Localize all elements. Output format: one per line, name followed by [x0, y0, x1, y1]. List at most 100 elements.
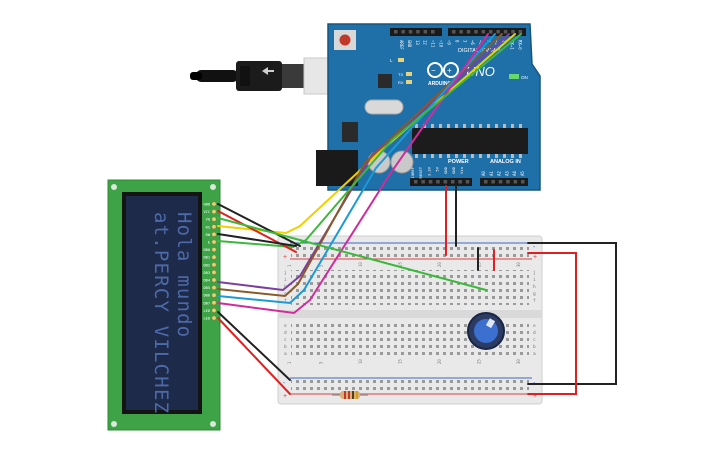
lcd-pin[interactable]: [211, 254, 217, 260]
wire-lcd-led-k[interactable]: [217, 311, 291, 381]
lcd-pin[interactable]: [211, 239, 217, 245]
header-hole[interactable]: [491, 180, 495, 184]
lcd-pin[interactable]: [211, 277, 217, 283]
digital-pin-label: 12: [423, 40, 428, 45]
power-pin-label: GND: [451, 166, 456, 174]
header-hole[interactable]: [421, 180, 425, 184]
power-pin-label: GND: [443, 166, 448, 174]
lcd-pin-label: GND: [204, 203, 211, 207]
header-hole[interactable]: [401, 30, 405, 34]
header-hole[interactable]: [423, 30, 428, 34]
chip-pin: [503, 124, 506, 128]
power-pin-label: 3.3V: [426, 166, 431, 176]
header-hole[interactable]: [484, 180, 488, 184]
lcd-16x2-module[interactable]: Hola mundo at.PERCY VILCHEZ GNDVCCV0RSRW…: [107, 179, 221, 431]
l-led: [398, 58, 404, 62]
header-hole[interactable]: [414, 180, 418, 184]
row-letter: j: [284, 270, 287, 276]
header-hole[interactable]: [498, 180, 503, 184]
rail-minus-label: -: [533, 244, 536, 251]
digital-header-left[interactable]: [390, 28, 442, 36]
header-hole[interactable]: [503, 30, 508, 34]
header-hole[interactable]: [459, 30, 463, 34]
lcd-pin[interactable]: [211, 315, 217, 321]
lcd-pin[interactable]: [211, 209, 217, 215]
header-hole[interactable]: [474, 30, 478, 34]
wire-lcd-led-a[interactable]: [217, 317, 291, 395]
wire-e-green[interactable]: [217, 33, 522, 249]
header-hole[interactable]: [481, 30, 486, 34]
wire-db6-brown[interactable]: [217, 33, 503, 298]
digital-header-right[interactable]: [448, 28, 526, 36]
header-hole[interactable]: [394, 30, 398, 34]
header-hole[interactable]: [521, 180, 525, 184]
wire-lcd-vcc[interactable]: [217, 210, 297, 253]
lcd-pin[interactable]: [211, 292, 217, 298]
analog-header[interactable]: [480, 178, 528, 186]
resistor: [332, 391, 368, 399]
lcd-pin-label: DB6: [204, 294, 211, 298]
lcd-pin-label: E: [208, 241, 210, 245]
digital-pin-label: 13: [415, 40, 420, 45]
lcd-pin[interactable]: [211, 224, 217, 230]
header-hole[interactable]: [436, 180, 440, 184]
wires[interactable]: [217, 33, 617, 395]
rx-led: [406, 80, 412, 84]
wire-db4-magenta[interactable]: [217, 33, 489, 315]
wire-lcd-v0[interactable]: [217, 217, 487, 291]
bottom-power-rail[interactable]: [291, 380, 529, 392]
lcd-pin[interactable]: [211, 216, 217, 222]
lcd-pin[interactable]: [211, 262, 217, 268]
wire-lcd-gnd[interactable]: [217, 203, 301, 247]
row-letter: a: [533, 352, 536, 357]
chip-pin: [519, 154, 522, 158]
wire-lcd-rw[interactable]: [217, 233, 297, 247]
wire-rail-vcc-bridge[interactable]: [527, 252, 577, 395]
analog-pin-label: A1: [489, 171, 494, 176]
potentiometer[interactable]: [467, 312, 505, 350]
lcd-pin[interactable]: [211, 201, 217, 207]
chip-pin: [439, 124, 442, 128]
analog-pin-label: A3: [504, 171, 509, 176]
wire-db5-blue[interactable]: [217, 33, 496, 305]
header-hole[interactable]: [408, 30, 413, 34]
lcd-pin[interactable]: [211, 285, 217, 291]
header-hole[interactable]: [416, 30, 420, 34]
lcd-pin-label: RW: [206, 233, 211, 237]
header-hole[interactable]: [506, 180, 510, 184]
digital-pin-label: AREF: [399, 40, 404, 50]
arduino-logo: − + ARDUINO: [427, 62, 459, 87]
lcd-pin[interactable]: [211, 300, 217, 306]
header-hole[interactable]: [428, 180, 433, 184]
wire-rail-gnd-bridge[interactable]: [527, 242, 617, 385]
header-hole[interactable]: [452, 30, 456, 34]
lcd-pin[interactable]: [211, 307, 217, 313]
l-led-label: L: [390, 58, 393, 63]
column-number: 5: [319, 264, 324, 267]
power-header[interactable]: [410, 178, 472, 186]
header-hole[interactable]: [466, 30, 471, 34]
chip-pin: [431, 124, 434, 128]
power-header-label: POWER: [448, 159, 469, 165]
header-hole[interactable]: [511, 30, 515, 34]
header-hole[interactable]: [451, 180, 455, 184]
terminal-strip-top[interactable]: [291, 270, 529, 305]
chip-pin: [463, 154, 466, 158]
header-hole[interactable]: [513, 180, 518, 184]
header-hole[interactable]: [443, 180, 448, 184]
lcd-pin[interactable]: [211, 269, 217, 275]
chip-pin: [519, 124, 522, 128]
header-hole[interactable]: [518, 30, 523, 34]
lcd-pin[interactable]: [211, 231, 217, 237]
column-number: 15: [398, 262, 403, 267]
header-hole[interactable]: [489, 30, 493, 34]
lcd-pin-label: LED: [204, 309, 211, 313]
chip-pin: [471, 154, 474, 158]
header-hole[interactable]: [431, 30, 435, 34]
header-hole[interactable]: [465, 180, 470, 184]
header-hole[interactable]: [496, 30, 500, 34]
lcd-pin[interactable]: [211, 247, 217, 253]
header-hole[interactable]: [458, 180, 462, 184]
